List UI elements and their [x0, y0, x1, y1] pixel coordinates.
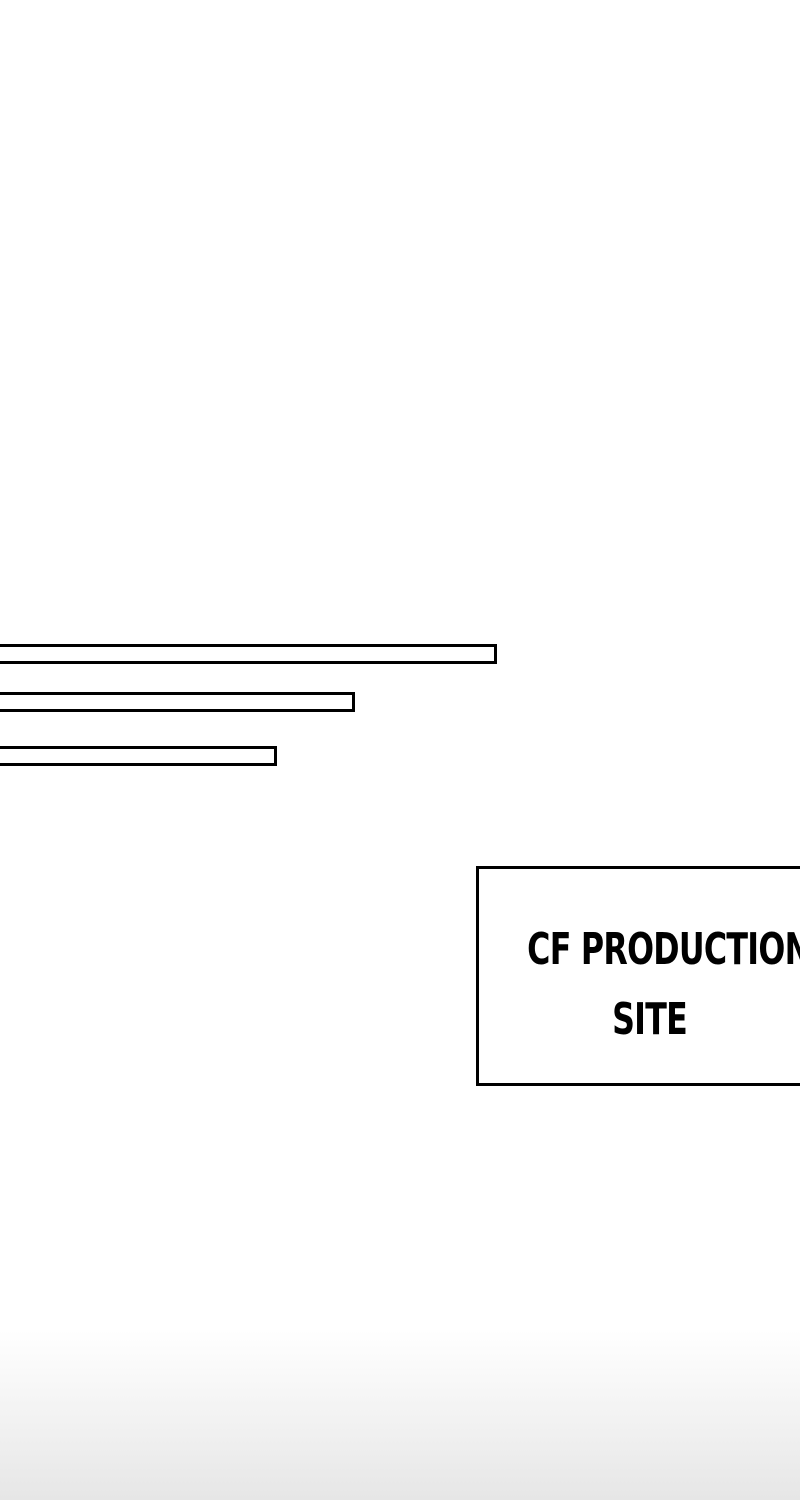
- speed-line-3: [0, 746, 277, 766]
- caption-box: CF PRODUCTION SITE: [476, 866, 800, 1086]
- speed-line-2: [0, 692, 355, 712]
- caption-line-2: SITE: [612, 994, 688, 1045]
- bottom-gradient-fade: [0, 1330, 800, 1500]
- speed-line-1: [0, 644, 497, 664]
- caption-text: CF PRODUCTION SITE: [527, 915, 800, 1055]
- caption-line-1: CF PRODUCTION: [527, 924, 800, 975]
